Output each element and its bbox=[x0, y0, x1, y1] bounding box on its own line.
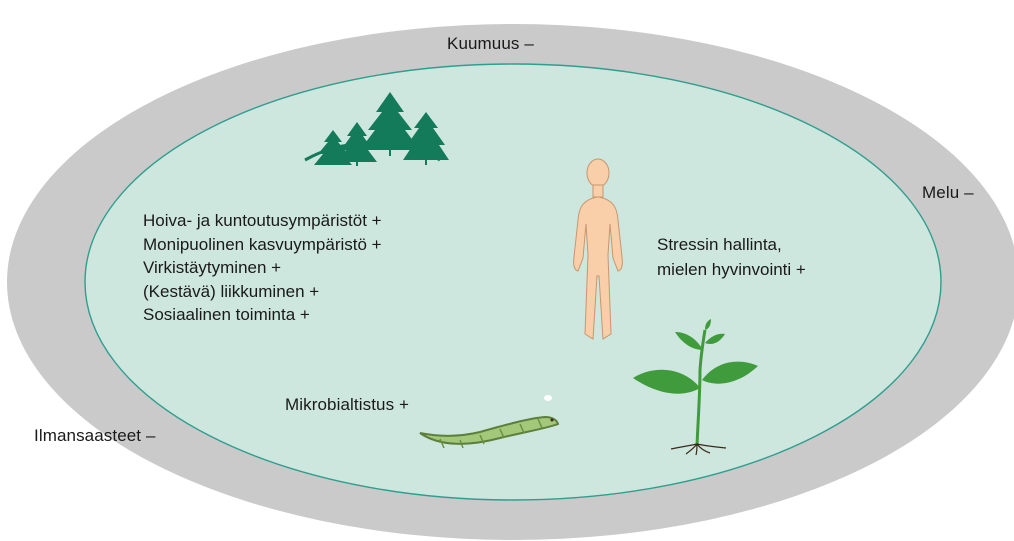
benefit-mobility: (Kestävä) liikkuminen + bbox=[143, 280, 382, 304]
stress-management-label: Stressin hallinta, mielen hyvinvointi + bbox=[657, 232, 806, 282]
green-environment-benefits-list: Hoiva- ja kuntoutusympäristöt + Monipuol… bbox=[143, 209, 382, 327]
stress-line-2: mielen hyvinvointi + bbox=[657, 257, 806, 282]
heat-label: Kuumuus – bbox=[447, 33, 534, 55]
noise-label: Melu – bbox=[922, 182, 974, 204]
air-pollution-label: Ilmansaasteet – bbox=[34, 425, 156, 447]
stress-line-1: Stressin hallinta, bbox=[657, 232, 806, 257]
benefit-social-activity: Sosiaalinen toiminta + bbox=[143, 303, 382, 327]
benefit-recreation: Virkistäytyminen + bbox=[143, 256, 382, 280]
benefit-care-environments: Hoiva- ja kuntoutusympäristöt + bbox=[143, 209, 382, 233]
white-dot bbox=[544, 395, 552, 401]
microbial-exposure-label: Mikrobialtistus + bbox=[285, 394, 409, 416]
benefit-growth-environment: Monipuolinen kasvuympäristö + bbox=[143, 233, 382, 257]
